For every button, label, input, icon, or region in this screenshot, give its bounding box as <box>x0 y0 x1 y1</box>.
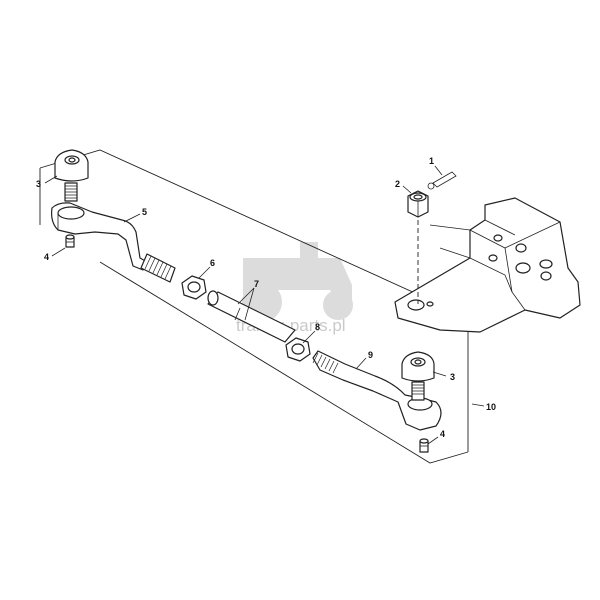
tie-rod-end-right <box>312 350 442 431</box>
callout-3-right: 3 <box>450 372 455 382</box>
callout-3-left: 3 <box>36 179 41 189</box>
callout-4-right: 4 <box>440 429 445 439</box>
callout-4-left: 4 <box>44 252 49 262</box>
axle-bracket <box>394 197 581 333</box>
dust-boot-left <box>54 149 89 182</box>
callout-labels: 1 2 3 4 5 6 7 8 9 3 4 10 <box>36 156 496 439</box>
callout-6: 6 <box>210 258 215 268</box>
locknut-left <box>181 275 207 300</box>
leader-lines <box>44 165 485 445</box>
locknut-right <box>285 337 311 362</box>
grease-nipple-left <box>65 234 75 248</box>
callout-10: 10 <box>486 402 496 412</box>
callout-7: 7 <box>254 279 259 289</box>
grease-nipple-right <box>419 438 429 453</box>
callout-5: 5 <box>142 207 147 217</box>
callout-9: 9 <box>368 350 373 360</box>
ball-stud-left <box>64 182 78 202</box>
adjusting-sleeve <box>207 290 296 343</box>
callout-8: 8 <box>315 322 320 332</box>
callout-2: 2 <box>395 179 400 189</box>
ball-stud-right <box>411 381 425 401</box>
dust-boot-right <box>401 351 435 382</box>
castle-nut <box>407 190 429 218</box>
cotter-pin <box>427 171 457 190</box>
tie-rod-end-left <box>51 202 176 283</box>
callout-1: 1 <box>429 156 434 166</box>
